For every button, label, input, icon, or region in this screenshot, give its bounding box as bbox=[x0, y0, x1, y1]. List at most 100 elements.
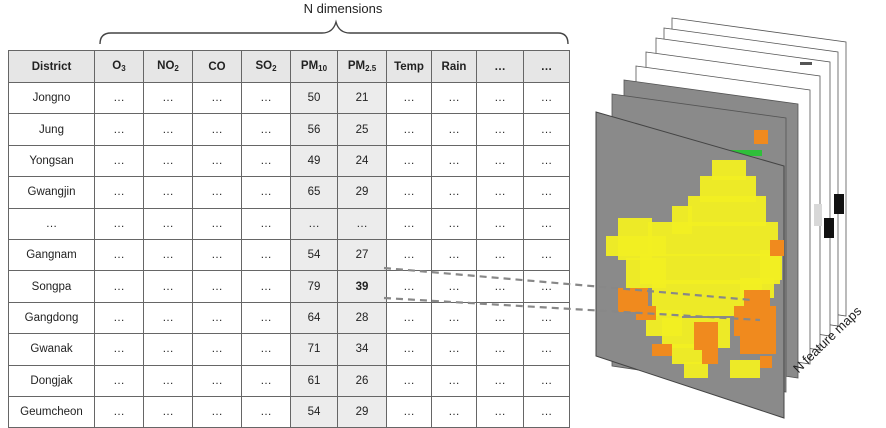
value-cell: … bbox=[386, 238, 432, 272]
value-cell: … bbox=[94, 333, 144, 366]
map-region-orange bbox=[770, 240, 784, 256]
value-cell: 21 bbox=[337, 81, 387, 115]
table-row: …………………………… bbox=[8, 207, 570, 240]
value-cell: … bbox=[241, 270, 291, 303]
map-region-orange bbox=[652, 344, 672, 356]
value-cell: … bbox=[431, 364, 477, 397]
column-header-subscript: 2.5 bbox=[365, 64, 377, 73]
column-header-subscript: 2 bbox=[272, 64, 277, 73]
column-header: NO2 bbox=[143, 50, 193, 83]
column-header-text: CO bbox=[208, 60, 226, 73]
value-cell: 29 bbox=[337, 395, 387, 428]
column-header: Rain bbox=[431, 50, 477, 83]
value-cell: … bbox=[143, 238, 193, 272]
column-header-text: PM bbox=[347, 60, 366, 72]
value-cell: … bbox=[241, 81, 291, 115]
district-cell: Gwangjin bbox=[8, 176, 95, 209]
value-cell: … bbox=[386, 333, 432, 366]
value-cell: … bbox=[523, 238, 570, 272]
feature-map-mark bbox=[814, 204, 822, 226]
dimensions-label: N dimensions bbox=[303, 1, 383, 16]
value-cell: 28 bbox=[337, 301, 387, 335]
value-cell: … bbox=[241, 395, 291, 428]
value-cell: … bbox=[476, 207, 524, 240]
value-cell: … bbox=[431, 395, 477, 428]
connector-line bbox=[383, 266, 753, 302]
value-cell: … bbox=[143, 333, 193, 366]
value-cell: … bbox=[192, 144, 242, 178]
map-region-orange bbox=[694, 322, 718, 350]
map-region-yellow bbox=[606, 236, 666, 256]
value-cell: … bbox=[143, 270, 193, 303]
map-region-yellow bbox=[730, 360, 760, 378]
column-header: … bbox=[523, 50, 570, 83]
value-cell: … bbox=[386, 113, 432, 146]
value-cell: 29 bbox=[337, 176, 387, 209]
feature-map-mark bbox=[834, 194, 844, 214]
map-region-yellow bbox=[684, 362, 708, 378]
value-cell: … bbox=[143, 364, 193, 397]
map-region-orange bbox=[744, 290, 770, 310]
value-cell: 61 bbox=[290, 364, 338, 397]
map-region-orange bbox=[760, 356, 772, 368]
value-cell: … bbox=[94, 270, 144, 303]
column-header-text: … bbox=[494, 60, 506, 73]
map-region-orange bbox=[734, 306, 776, 336]
value-cell: … bbox=[523, 113, 570, 146]
value-cell: … bbox=[94, 113, 144, 146]
value-cell: … bbox=[476, 81, 524, 115]
value-cell: … bbox=[476, 333, 524, 366]
map-region-yellow bbox=[760, 250, 782, 280]
value-cell: … bbox=[143, 395, 193, 428]
value-cell: … bbox=[476, 301, 524, 335]
value-cell: … bbox=[431, 238, 477, 272]
value-cell: 56 bbox=[290, 113, 338, 146]
value-cell: … bbox=[431, 333, 477, 366]
value-cell: … bbox=[386, 176, 432, 209]
value-cell: … bbox=[431, 207, 477, 240]
value-cell: … bbox=[143, 301, 193, 335]
feature-map-mark bbox=[800, 62, 812, 65]
value-cell: … bbox=[241, 301, 291, 335]
district-cell: Jongno bbox=[8, 81, 95, 115]
value-cell: 50 bbox=[290, 81, 338, 115]
map-region-yellow bbox=[648, 222, 778, 256]
value-cell: … bbox=[523, 176, 570, 209]
value-cell: … bbox=[523, 144, 570, 178]
column-header: O3 bbox=[94, 50, 144, 83]
column-header-subscript: 10 bbox=[318, 64, 328, 73]
column-header-subscript: 2 bbox=[174, 64, 179, 73]
value-cell: 65 bbox=[290, 176, 338, 209]
column-header-text: Rain bbox=[441, 60, 467, 73]
column-header: Temp bbox=[386, 50, 432, 83]
column-header-text: PM bbox=[300, 60, 319, 72]
district-cell: … bbox=[8, 207, 95, 240]
value-cell: … bbox=[523, 333, 570, 366]
value-cell: 24 bbox=[337, 144, 387, 178]
value-cell: … bbox=[290, 207, 338, 240]
feature-map-mark bbox=[824, 218, 834, 238]
column-header: CO bbox=[192, 50, 242, 83]
column-header-text: District bbox=[31, 60, 72, 73]
column-header-text: O bbox=[112, 60, 122, 72]
value-cell: … bbox=[241, 113, 291, 146]
value-cell: … bbox=[523, 207, 570, 240]
column-header-text: … bbox=[540, 60, 553, 73]
value-cell: … bbox=[523, 81, 570, 115]
value-cell: 71 bbox=[290, 333, 338, 366]
value-cell: … bbox=[241, 364, 291, 397]
value-cell: 34 bbox=[337, 333, 387, 366]
value-cell: … bbox=[431, 113, 477, 146]
map-region-yellow bbox=[688, 196, 766, 226]
feature-map-mark bbox=[754, 130, 768, 144]
value-cell: … bbox=[431, 176, 477, 209]
value-cell: 79 bbox=[290, 270, 338, 303]
